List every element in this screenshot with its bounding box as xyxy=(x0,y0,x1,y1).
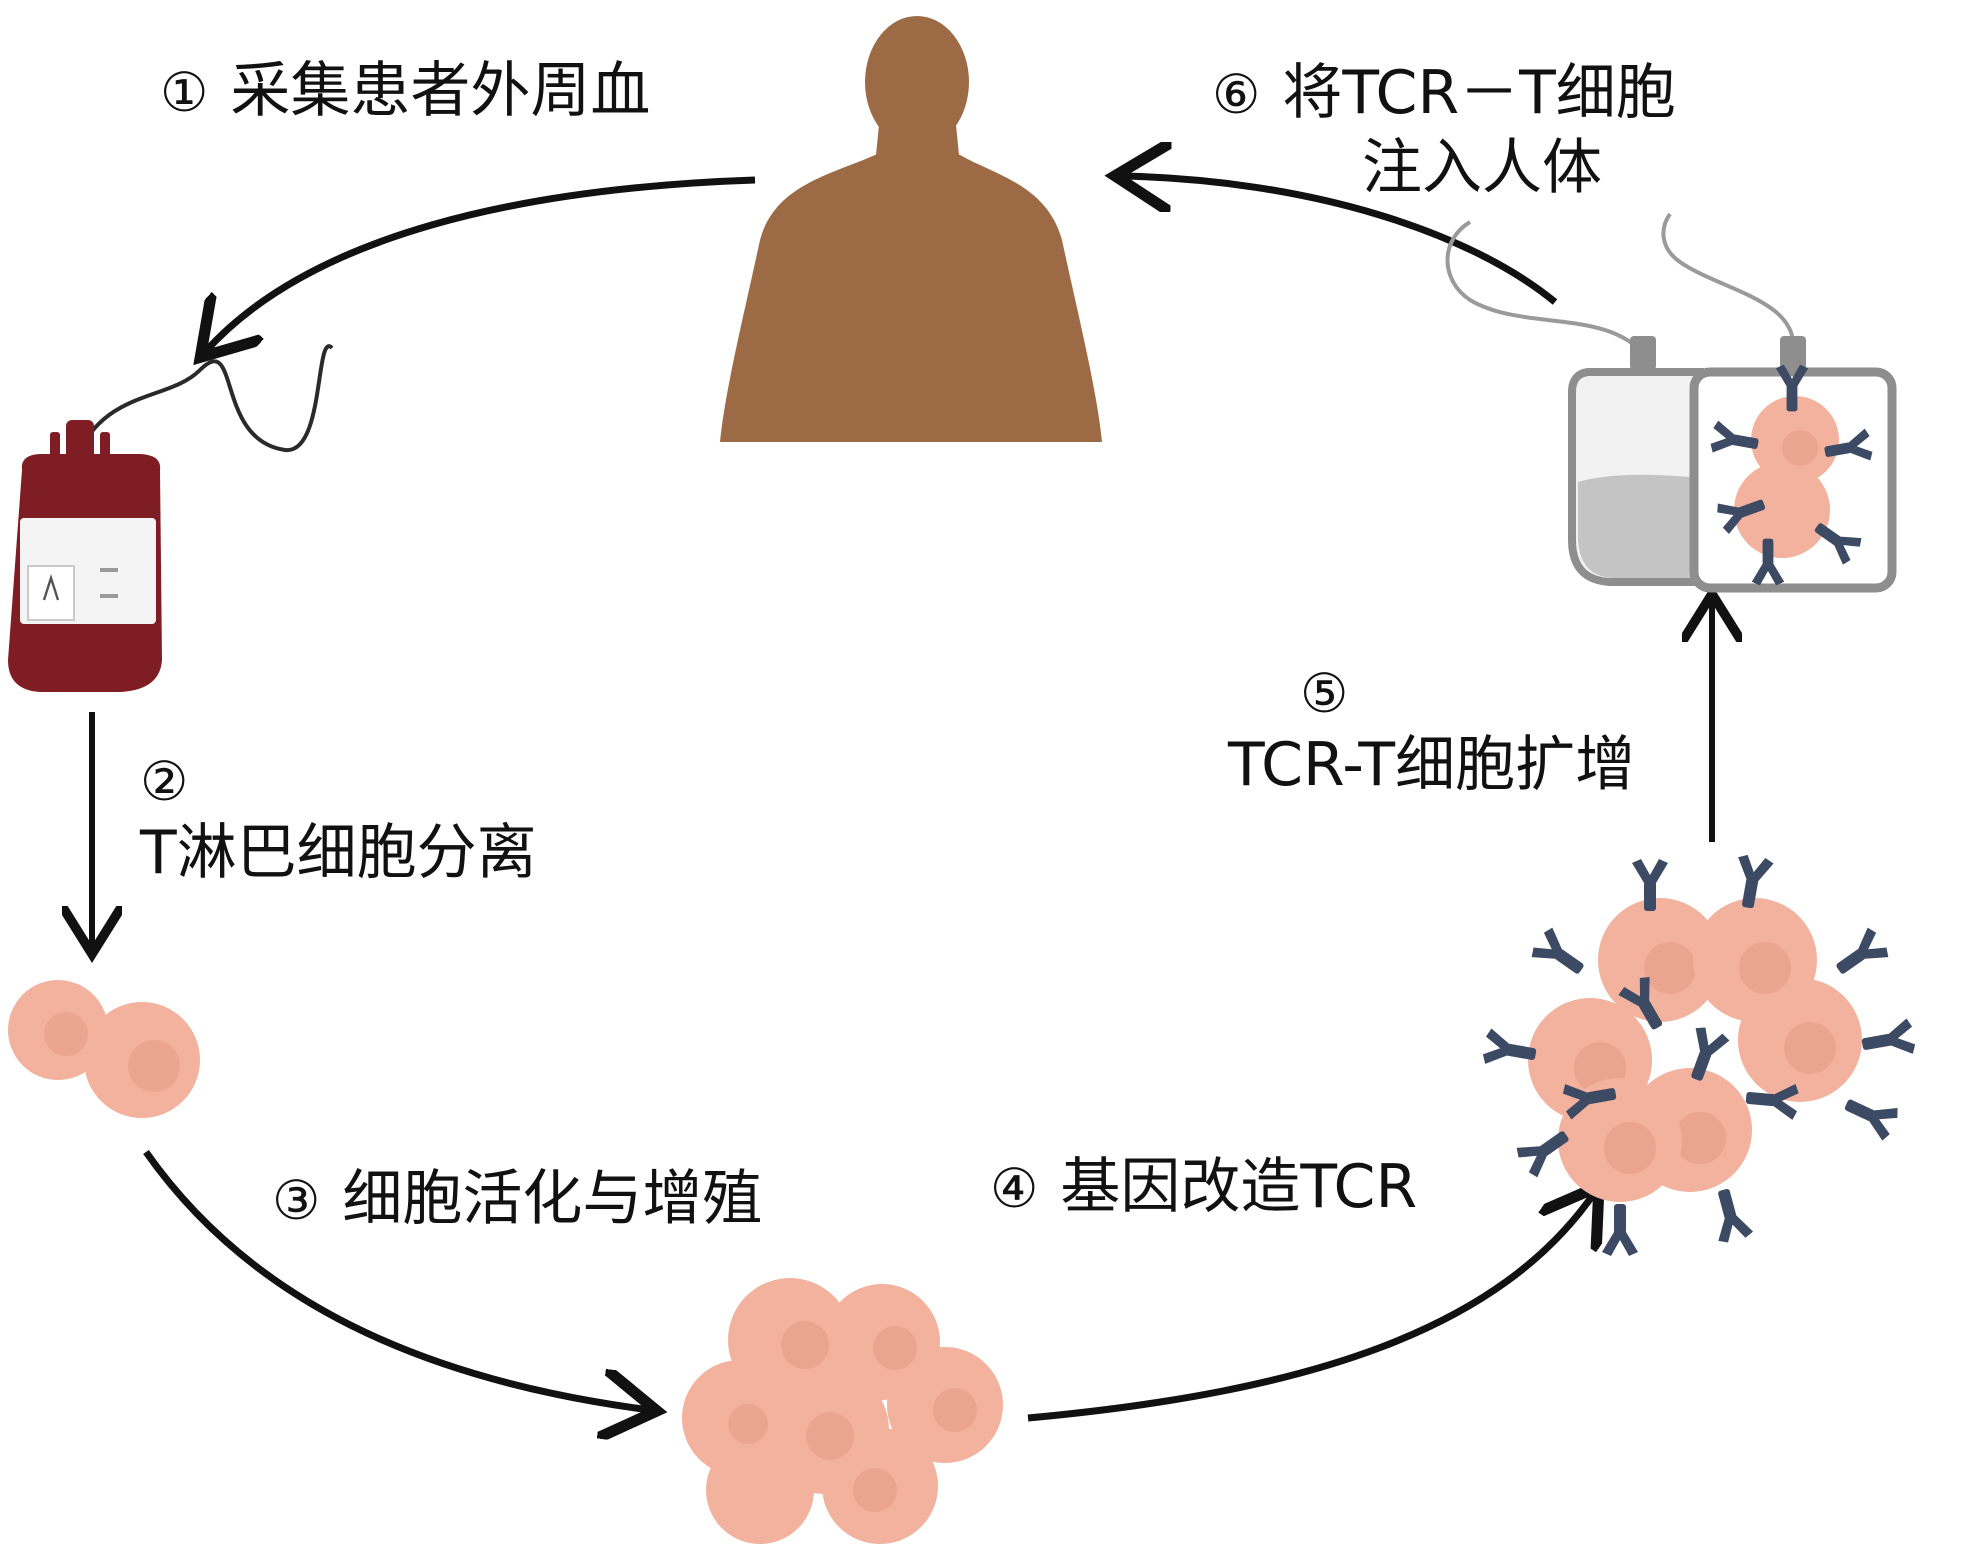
arrow-infusion-to-person xyxy=(1122,176,1558,305)
step-3-text: 细胞活化与增殖 xyxy=(342,1164,763,1234)
arrow-person-to-bag xyxy=(205,176,756,352)
step-2-text: T淋巴细胞分离 xyxy=(140,817,537,888)
step-4-label: ④ 基因改造TCR xyxy=(990,1150,1417,1225)
step-6-text-line2: 注入人体 xyxy=(1362,133,1602,203)
step-3-number: ③ xyxy=(272,1169,321,1232)
step-1-label: ① 采集患者外周血 xyxy=(160,54,650,129)
cell-cluster-icon xyxy=(682,1278,1003,1544)
step-6-label: ⑥ 将TCR－T细胞 注入人体 xyxy=(1212,56,1676,206)
step-5-text: TCR-T细胞扩增 xyxy=(1228,729,1636,800)
blood-bag-icon xyxy=(8,344,334,692)
step-4-text: 基因改造TCR xyxy=(1060,1152,1418,1222)
step-2-number: ② xyxy=(140,750,189,813)
step-3-label: ③ 细胞活化与增殖 xyxy=(272,1162,762,1237)
step-4-number: ④ xyxy=(990,1157,1039,1220)
t-cell-pair-icon xyxy=(8,980,200,1118)
arrow-cells-to-cluster xyxy=(143,1149,650,1410)
step-6-number: ⑥ xyxy=(1212,63,1261,126)
infusion-bag-icon xyxy=(1445,212,1897,593)
step-1-number: ① xyxy=(160,61,209,124)
step-5-number: ⑤ xyxy=(1300,662,1349,725)
human-silhouette-icon xyxy=(720,16,1102,442)
step-1-text: 采集患者外周血 xyxy=(230,56,651,126)
arrow-cluster-to-tcr xyxy=(1027,1192,1595,1422)
tcr-cell-cluster-icon xyxy=(1481,853,1917,1256)
step-6-text-line1: 将TCR－T细胞 xyxy=(1282,58,1676,128)
